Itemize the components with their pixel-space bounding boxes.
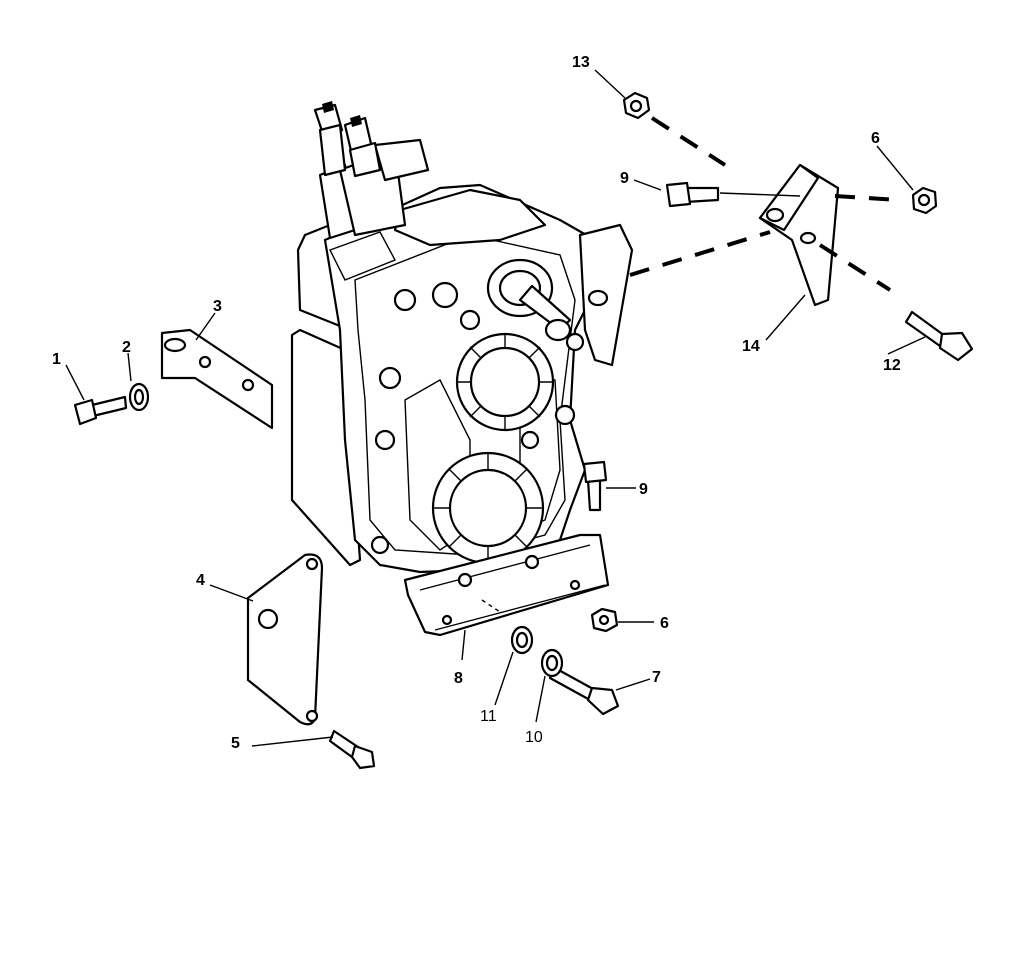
callout-10: 10 <box>525 729 543 746</box>
part-9-bolt-lower <box>582 460 608 512</box>
part-6-nut-upper <box>911 186 938 215</box>
callout-13: 13 <box>572 54 590 71</box>
part-5-bolt <box>328 729 376 770</box>
callout-8: 8 <box>454 670 463 687</box>
part-2-washer <box>128 382 150 412</box>
callout-14: 14 <box>742 338 760 355</box>
assembly-lines <box>629 116 901 292</box>
part-14-bracket <box>758 163 840 307</box>
part-1-bolt <box>73 395 128 426</box>
callout-5: 5 <box>231 735 240 752</box>
gearbox-housing <box>290 101 634 574</box>
part-10-washer <box>540 648 564 678</box>
part-13-nut <box>622 91 651 120</box>
part-3-bracket <box>160 328 274 430</box>
leader-lines <box>65 69 926 747</box>
callout-2: 2 <box>122 339 131 356</box>
callout-6-upper: 6 <box>871 130 880 147</box>
part-7-bolt <box>548 666 620 716</box>
part-6-nut-lower <box>590 607 619 633</box>
part-8-lower-bracket <box>403 533 610 637</box>
callout-labels: 1 2 3 4 5 6 6 7 8 9 9 10 11 12 13 14 <box>52 54 901 752</box>
callout-11: 11 <box>480 708 497 725</box>
part-11-washer <box>510 625 534 655</box>
callout-9-upper: 9 <box>620 170 629 187</box>
part-12-bolt <box>904 310 974 362</box>
callout-9-lower: 9 <box>639 481 648 498</box>
callout-6-lower: 6 <box>660 615 669 632</box>
part-9-bolt-upper <box>665 181 720 208</box>
callout-7: 7 <box>652 669 661 686</box>
callout-4: 4 <box>196 572 205 589</box>
part-4-plate <box>246 553 324 726</box>
callout-1: 1 <box>52 351 61 368</box>
callout-12: 12 <box>883 357 901 374</box>
callout-3: 3 <box>213 298 222 315</box>
